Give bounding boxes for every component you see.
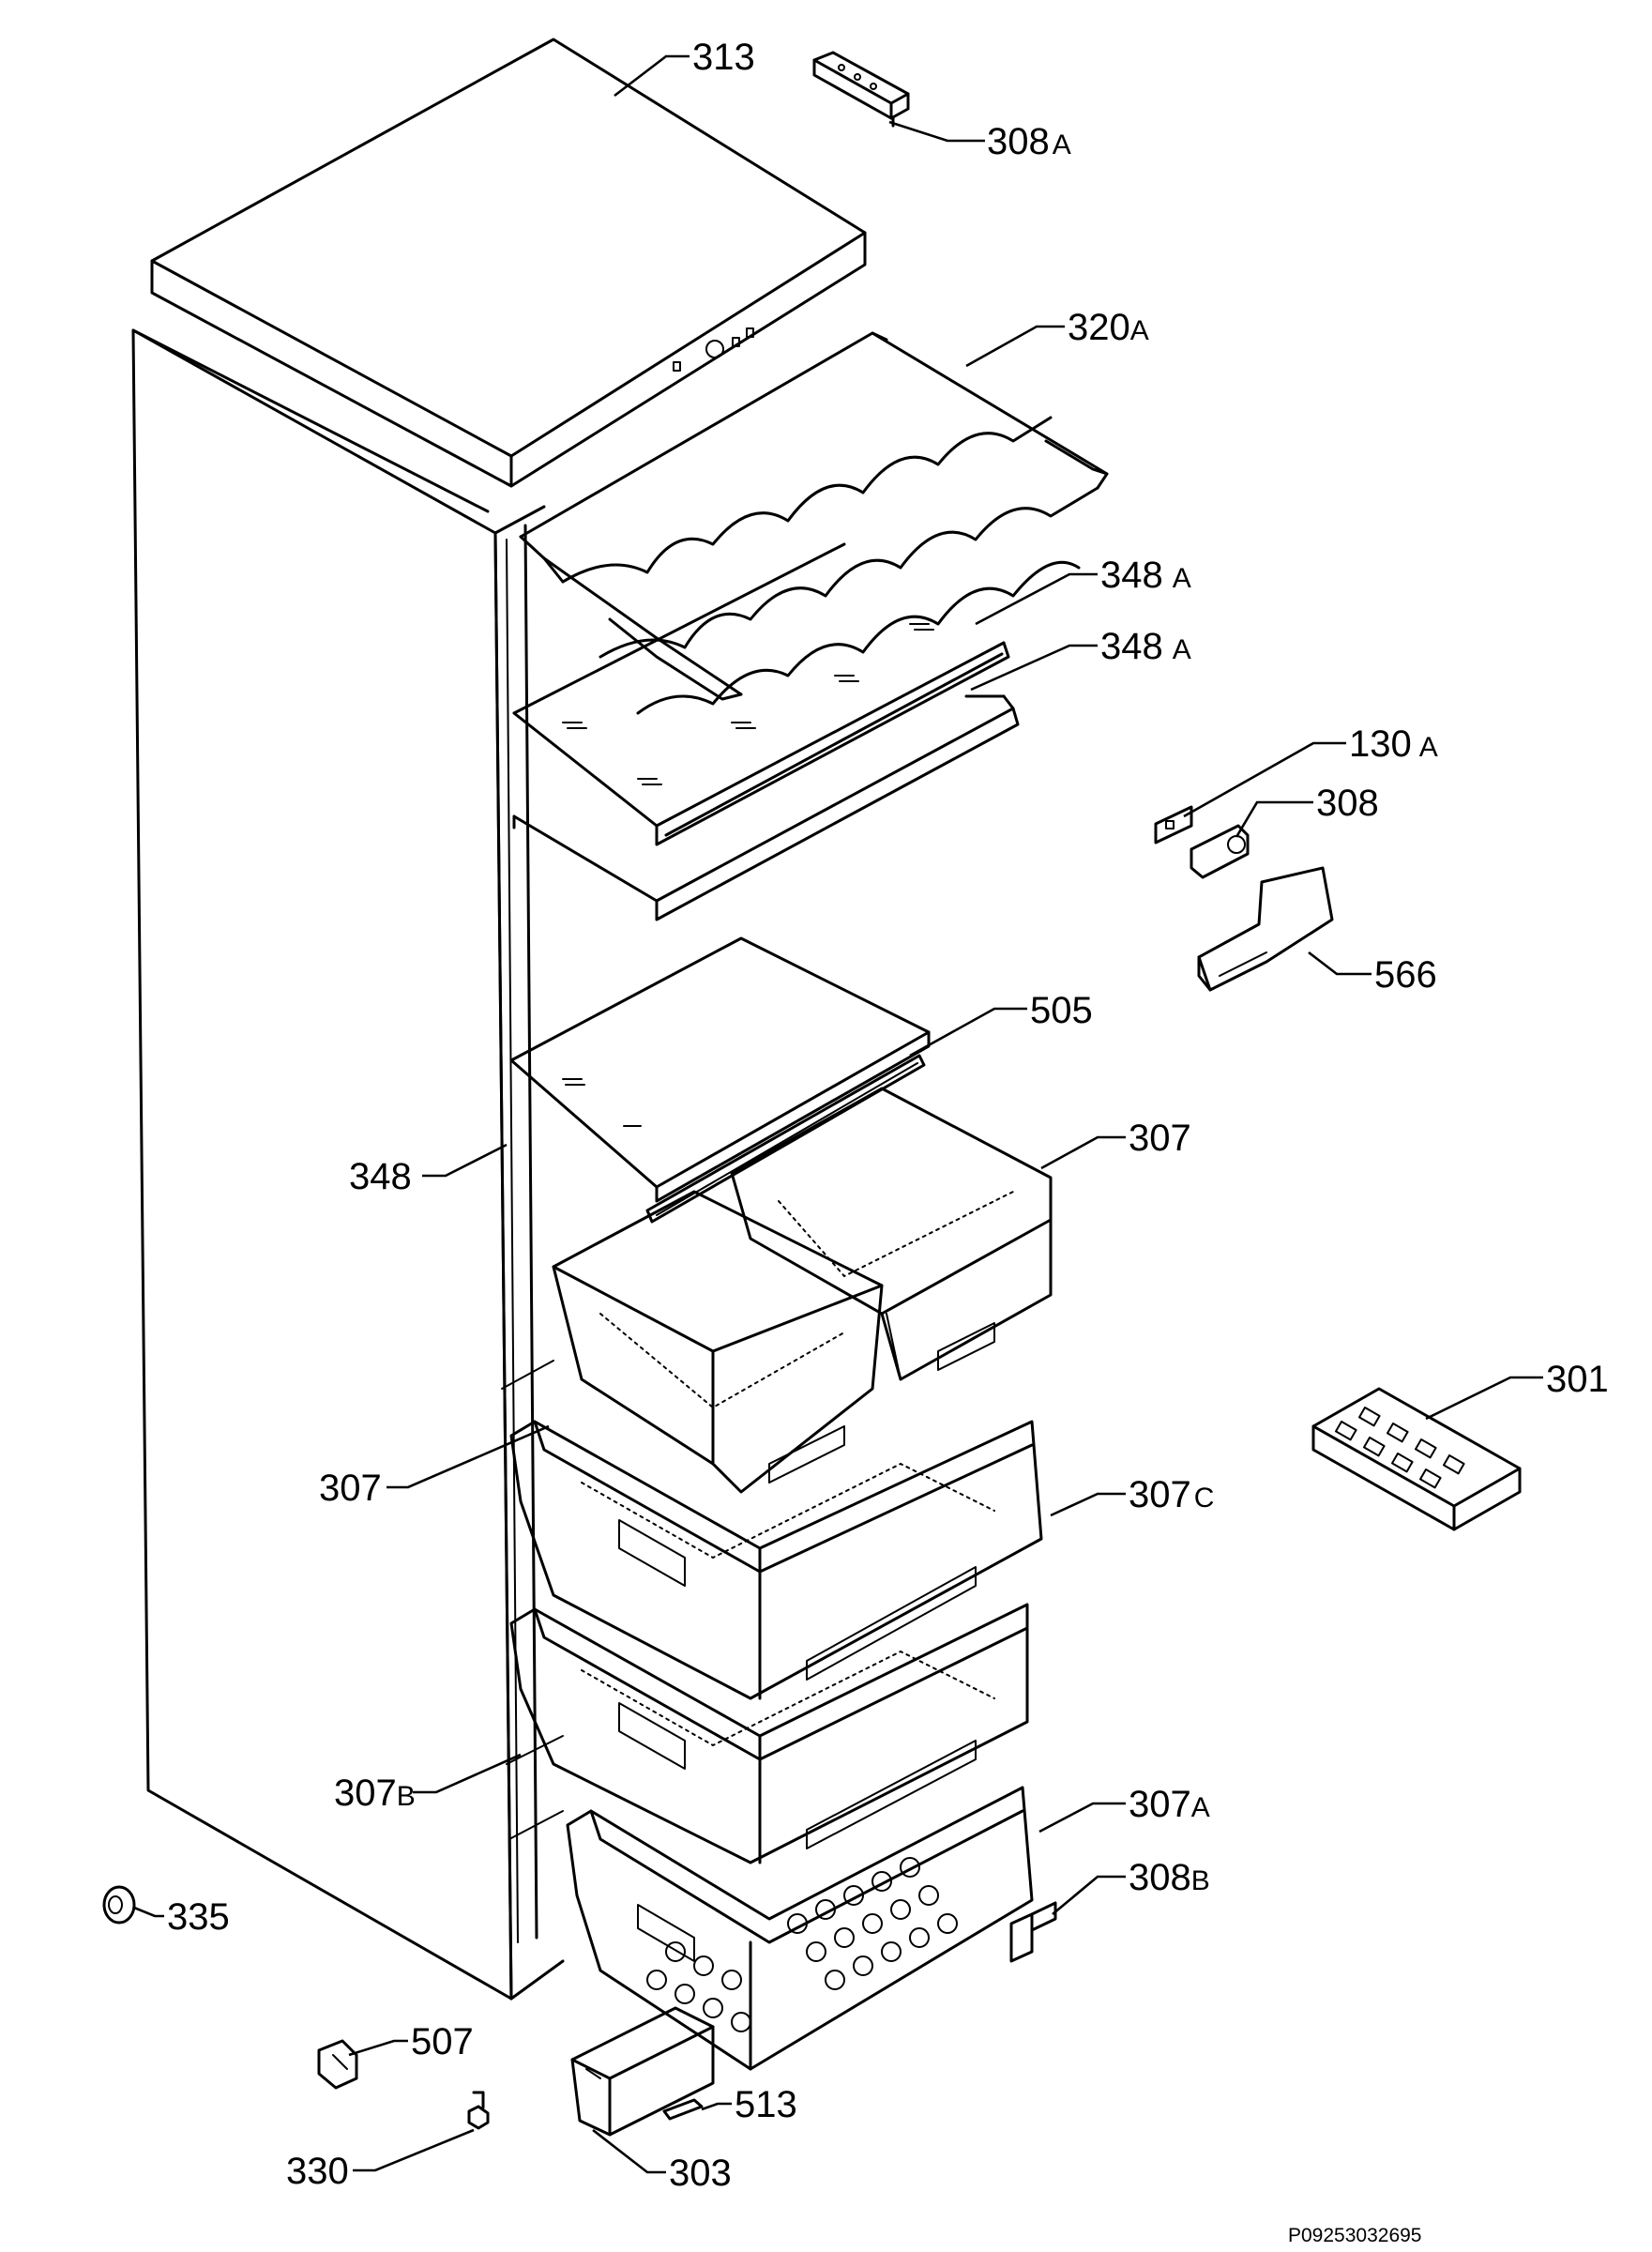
crisper-drawer-left bbox=[552, 1190, 884, 1494]
label-505: 505 bbox=[1030, 990, 1093, 1031]
ice-cube-tray bbox=[1311, 1387, 1522, 1531]
freezer-drawer-middle bbox=[509, 1603, 1029, 1864]
top-hinge bbox=[812, 51, 910, 128]
plinth-grille bbox=[570, 2006, 715, 2137]
hinge-308b bbox=[1009, 1901, 1057, 1963]
crisper-drawer-right bbox=[730, 1087, 1053, 1381]
label-348: 348 bbox=[349, 1156, 412, 1197]
label-307-right: 307 bbox=[1129, 1118, 1191, 1159]
label-303: 303 bbox=[669, 2153, 732, 2194]
glass-shelf-upper bbox=[512, 542, 1010, 846]
label-320a: 320A bbox=[1068, 307, 1149, 348]
label-566: 566 bbox=[1374, 954, 1437, 996]
leader-lines bbox=[133, 54, 1543, 2174]
top-cover bbox=[150, 38, 867, 488]
glass-shelf-lower bbox=[512, 694, 1020, 921]
label-307a: 307A bbox=[1129, 1784, 1210, 1825]
label-308b: 308B bbox=[1129, 1857, 1210, 1898]
adjustable-foot-330 bbox=[467, 2091, 490, 2130]
label-507: 507 bbox=[411, 2021, 474, 2062]
cabinet-body bbox=[131, 328, 565, 2001]
handle-566 bbox=[1197, 866, 1334, 992]
label-513: 513 bbox=[735, 2084, 797, 2125]
label-307-left: 307 bbox=[319, 1468, 382, 1509]
label-301: 301 bbox=[1546, 1359, 1609, 1400]
glass-shelf-middle bbox=[509, 936, 931, 1203]
label-307b: 307B bbox=[334, 1773, 416, 1814]
hinge-plate-130a bbox=[1154, 805, 1193, 844]
label-308: 308 bbox=[1316, 783, 1379, 824]
clip-507 bbox=[317, 2039, 358, 2090]
clip-513 bbox=[662, 2098, 704, 2121]
label-330: 330 bbox=[286, 2151, 349, 2192]
label-313: 313 bbox=[692, 37, 755, 78]
freezer-drawer-bottom bbox=[566, 1786, 1034, 2071]
freezer-drawer-top bbox=[509, 1420, 1043, 1700]
wine-rack bbox=[519, 331, 1109, 715]
shelf-trim bbox=[645, 1054, 926, 1224]
foot-335 bbox=[102, 1885, 136, 1925]
reference-code: P09253032695 bbox=[1288, 2225, 1421, 2246]
label-335: 335 bbox=[167, 1896, 230, 1938]
